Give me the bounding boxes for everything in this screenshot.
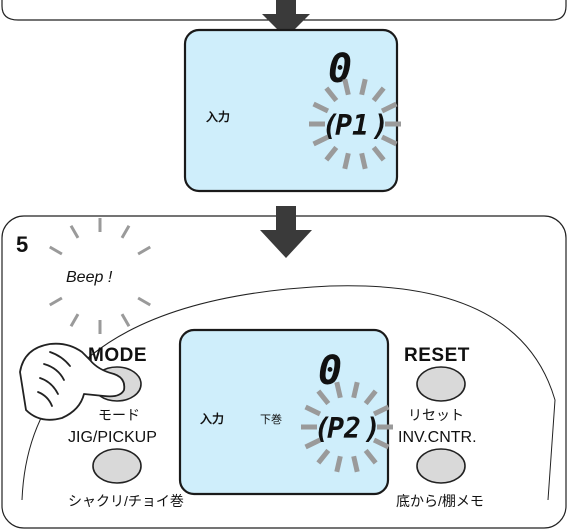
ray-mark: [324, 86, 339, 103]
pressing-hand-icon: [19, 342, 126, 421]
ray-mark: [69, 313, 80, 327]
ray-mark: [120, 225, 131, 239]
inv-cntr-button[interactable]: [416, 448, 466, 484]
mode-button-label: MODE: [88, 345, 147, 366]
ray-mark: [304, 437, 322, 450]
inv-cntr-button-label: INV.CNTR.: [398, 429, 477, 446]
beep-sound-icon: [49, 218, 151, 334]
ray-mark: [371, 145, 386, 162]
jig-pickup-button-sub-label: シャクリ/チョイ巻: [68, 493, 184, 509]
ray-mark: [312, 101, 330, 114]
blink-rays-bottom: [301, 381, 393, 473]
lcd-display-bottom: 入力 下巻 0 P2 ( ): [178, 328, 393, 496]
lcd-mode-display: P1: [335, 109, 369, 142]
beep-label: Beep !: [66, 269, 113, 286]
inv-cntr-button-sub-label: 底から/棚メモ: [396, 493, 484, 509]
ray-mark: [49, 296, 63, 307]
paren-left-icon: (: [322, 109, 339, 142]
blink-rays-top: [309, 78, 401, 170]
lcd-sub-label: 下巻: [260, 413, 282, 426]
ray-mark: [316, 448, 331, 465]
jig-pickup-button[interactable]: [92, 448, 142, 484]
ray-mark: [312, 134, 330, 147]
ray-mark: [351, 381, 360, 399]
ray-mark: [342, 152, 351, 170]
paren-right-icon: ): [372, 109, 389, 142]
down-arrow-icon: [260, 206, 312, 258]
ray-mark: [342, 78, 351, 96]
ray-mark: [120, 313, 131, 327]
ray-mark: [304, 404, 322, 417]
ray-mark: [371, 86, 386, 103]
ray-mark: [363, 448, 378, 465]
reset-button[interactable]: [416, 366, 466, 402]
ray-mark: [380, 134, 398, 147]
lcd-mode-display: P2: [327, 412, 361, 445]
ray-mark: [372, 437, 390, 450]
ray-mark: [351, 455, 360, 473]
paren-left-icon: (: [314, 412, 331, 445]
ray-mark: [69, 225, 80, 239]
ray-mark: [359, 78, 368, 96]
reset-button-sub-label: リセット: [408, 407, 464, 423]
ray-mark: [359, 152, 368, 170]
paren-right-icon: ): [364, 412, 381, 445]
ray-mark: [334, 381, 343, 399]
down-arrow-icon: [262, 0, 310, 38]
step-number: 5: [16, 232, 28, 257]
jig-pickup-button-label: JIG/PICKUP: [68, 429, 157, 446]
ray-mark: [380, 101, 398, 114]
lcd-input-label: 入力: [200, 411, 224, 426]
ray-mark: [372, 404, 390, 417]
ray-mark: [137, 245, 151, 256]
ray-mark: [363, 389, 378, 406]
ray-mark: [316, 389, 331, 406]
ray-mark: [137, 296, 151, 307]
reset-button-label: RESET: [404, 345, 470, 366]
ray-mark: [324, 145, 339, 162]
ray-mark: [334, 455, 343, 473]
mode-button-sub-label: モード: [98, 407, 140, 423]
lcd-input-label: 入力: [206, 109, 230, 124]
lcd-display-top: 入力 0 P1 ( ): [183, 28, 401, 193]
ray-mark: [49, 245, 63, 256]
